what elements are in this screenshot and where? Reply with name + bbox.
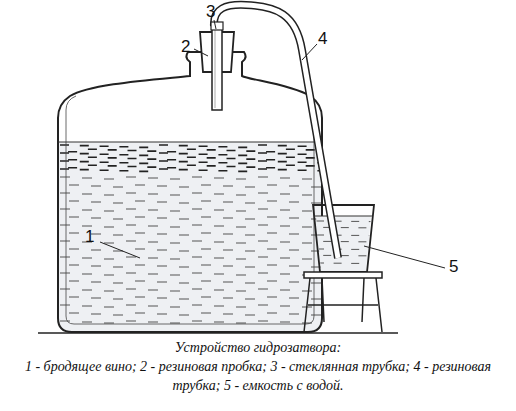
wine xyxy=(50,142,330,342)
water-container xyxy=(313,205,374,272)
callout-number: 1 xyxy=(85,228,94,245)
leader-lines xyxy=(100,20,445,268)
stool-legs xyxy=(304,278,382,332)
caption-heading: Устройство гидрозатвора: xyxy=(6,338,510,357)
bottle-inner-wall xyxy=(66,96,314,324)
callout-number: 3 xyxy=(206,3,215,20)
callout-number: 4 xyxy=(318,30,327,47)
liquid-level xyxy=(58,142,322,143)
rubber-hose xyxy=(214,5,338,258)
callout-number: 5 xyxy=(449,258,458,275)
stool xyxy=(304,272,382,278)
caption-text: 1 - бродящее вино; 2 - резиновая пробка;… xyxy=(6,357,510,395)
bottle xyxy=(58,52,322,332)
callout-number: 2 xyxy=(181,38,190,55)
glass-tube xyxy=(212,24,222,110)
